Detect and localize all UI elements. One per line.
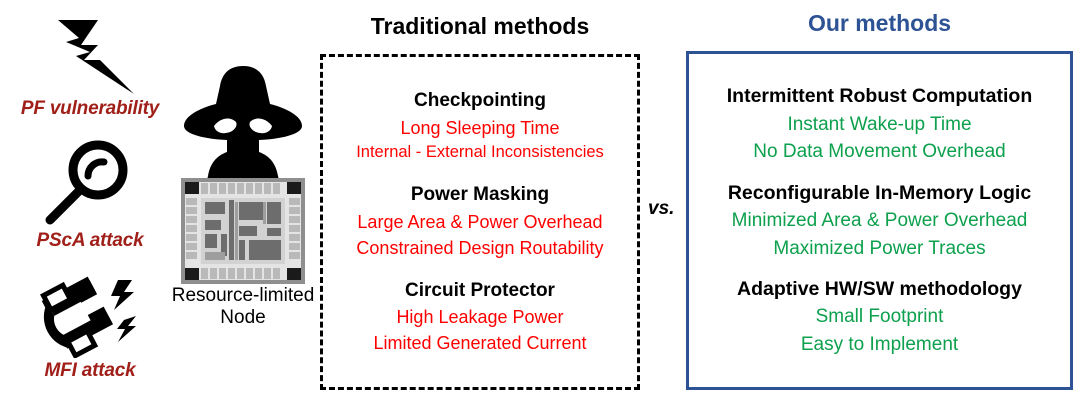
our-methods-box: Intermittent Robust Computation Instant … (686, 51, 1073, 390)
versus-label: vs. (648, 198, 675, 219)
traditional-group-circuit-protector: Circuit Protector High Leakage Power Lim… (325, 277, 635, 357)
node-graphic (163, 60, 323, 285)
benefit-item: Maximized Power Traces (773, 237, 986, 259)
drawback-item: High Leakage Power (396, 307, 564, 328)
traditional-methods-box: Checkpointing Long Sleeping Time Interna… (320, 54, 640, 390)
our-group-adaptive-hw-sw-methodology: Adaptive HW/SW methodology Small Footpri… (691, 275, 1068, 358)
drawback-item: Limited Generated Current (373, 333, 587, 354)
traditional-group-checkpointing: Checkpointing Long Sleeping Time Interna… (325, 87, 635, 165)
group-heading: Checkpointing (414, 90, 546, 112)
threat-label-psca-attack: PScA attack (36, 230, 144, 251)
threat-item-pf-vulnerability: PF vulnerability (0, 18, 180, 120)
benefit-item: No Data Movement Overhead (753, 141, 1006, 163)
benefit-item: Small Footprint (815, 306, 944, 328)
chip-die-icon (181, 178, 305, 284)
group-heading: Intermittent Robust Computation (726, 85, 1033, 108)
traditional-methods-title: Traditional methods (370, 13, 590, 39)
group-heading: Circuit Protector (405, 279, 555, 301)
node-label-line2: Node (220, 306, 266, 328)
benefit-item: Easy to Implement (800, 333, 959, 355)
our-group-intermittent-robust-computation: Intermittent Robust Computation Instant … (691, 82, 1068, 165)
benefit-item: Minimized Area & Power Overhead (731, 210, 1028, 232)
threat-label-mfi-attack: MFI attack (44, 360, 136, 381)
magnet-icon (0, 272, 180, 360)
benefit-item: Instant Wake-up Time (787, 113, 972, 135)
node-label-line1: Resource-limited (171, 285, 315, 306)
drawback-item: Constrained Design Routability (356, 237, 604, 258)
group-heading: Adaptive HW/SW methodology (737, 278, 1022, 301)
group-heading: Reconfigurable In-Memory Logic (727, 181, 1032, 204)
group-heading: Power Masking (410, 184, 550, 206)
drawback-item: Large Area & Power Overhead (357, 211, 603, 232)
threat-item-psca-attack: PScA attack (0, 136, 180, 252)
magnifier-icon (0, 136, 180, 228)
traditional-group-power-masking: Power Masking Large Area & Power Overhea… (325, 181, 635, 261)
resource-limited-node: Resource-limited Node (163, 60, 323, 329)
drawback-item: Long Sleeping Time (400, 118, 560, 139)
drawback-item: Internal - External Inconsistencies (356, 143, 604, 162)
threat-item-mfi-attack: MFI attack (0, 272, 180, 382)
our-group-reconfigurable-in-memory-logic: Reconfigurable In-Memory Logic Minimized… (691, 179, 1068, 262)
threat-label-pf-vulnerability: PF vulnerability (20, 98, 160, 119)
lightning-bolt-icon (0, 18, 180, 96)
our-methods-title: Our methods (807, 10, 952, 36)
